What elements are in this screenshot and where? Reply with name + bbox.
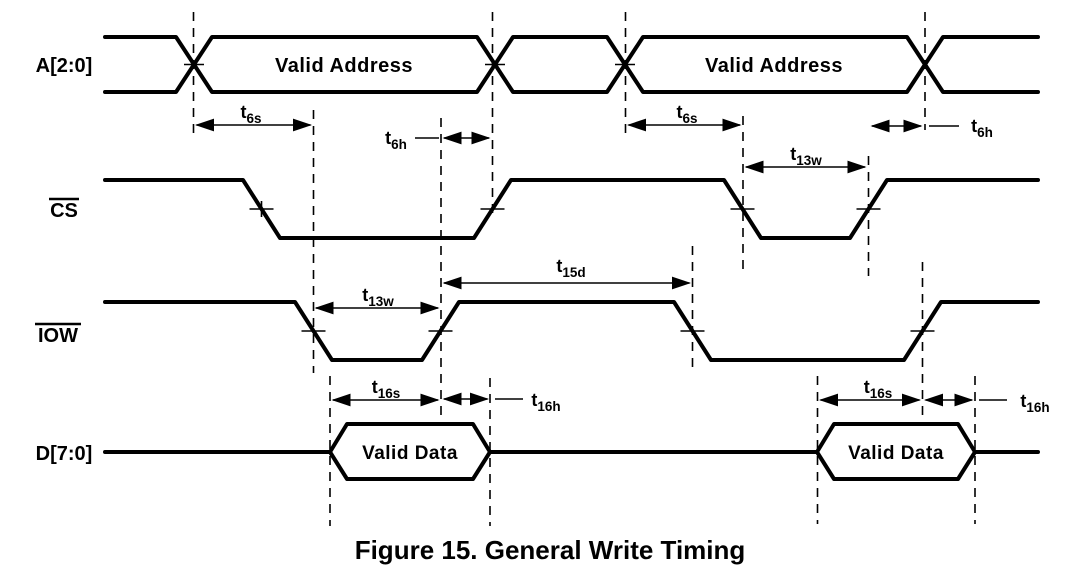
t13w-label-left: t13w [362, 285, 394, 309]
cs-waveform [103, 178, 1040, 240]
t16s-label-left: t16s [372, 377, 401, 401]
t6h-hold-annotation-left: t6h [385, 128, 491, 152]
edge-midpoint-ticks [184, 63, 935, 332]
reference-dashed-lines [192, 12, 976, 526]
t16h-label-left: t16h [531, 390, 560, 414]
address-bus-line-b [103, 35, 1040, 94]
t13w-width-annotation-right: t13w [744, 144, 867, 174]
valid-data-label-1: Valid Data [362, 443, 458, 464]
t6s-label-right: t6s [676, 102, 697, 126]
signal-label-iow: IOW [38, 325, 78, 347]
data-bus-waveform [103, 422, 1040, 481]
t13w-width-annotation-left: t13w [314, 285, 440, 315]
t16s-setup-annotation-right: t16s [818, 377, 922, 407]
signal-label-address: A[2:0] [36, 55, 93, 77]
valid-address-label-1: Valid Address [275, 55, 413, 77]
t15d-label: t15d [556, 256, 585, 280]
valid-data-hexagon-1 [328, 422, 492, 481]
address-bus-line-a [103, 35, 1040, 94]
t13w-label-right: t13w [790, 144, 822, 168]
figure-caption: Figure 15. General Write Timing [355, 535, 746, 565]
signal-label-cs-group: CS [49, 197, 79, 222]
t16s-setup-annotation-left: t16s [331, 377, 440, 407]
t15d-delay-annotation: t15d [442, 256, 692, 290]
signal-label-data: D[7:0] [36, 443, 93, 465]
signal-label-cs: CS [50, 200, 78, 222]
t6h-label-left: t6h [385, 128, 407, 152]
valid-data-label-2: Valid Data [848, 443, 944, 464]
t6h-hold-annotation-right: t6h [870, 116, 993, 140]
iow-waveform [103, 300, 1040, 362]
t16h-hold-annotation-left: t16h [442, 390, 561, 414]
t16h-hold-annotation-right: t16h [923, 391, 1050, 415]
t6h-label-right: t6h [971, 116, 993, 140]
address-bus-waveform [103, 35, 1040, 94]
valid-data-hexagon-2 [815, 422, 977, 481]
valid-address-label-2: Valid Address [705, 55, 843, 77]
t16h-label-right: t16h [1020, 391, 1049, 415]
t16s-label-right: t16s [864, 377, 893, 401]
t6s-setup-annotation-left: t6s [194, 102, 313, 132]
t6s-setup-annotation-right: t6s [626, 102, 742, 132]
signal-label-iow-group: IOW [35, 322, 81, 347]
t6s-label-left: t6s [240, 102, 261, 126]
